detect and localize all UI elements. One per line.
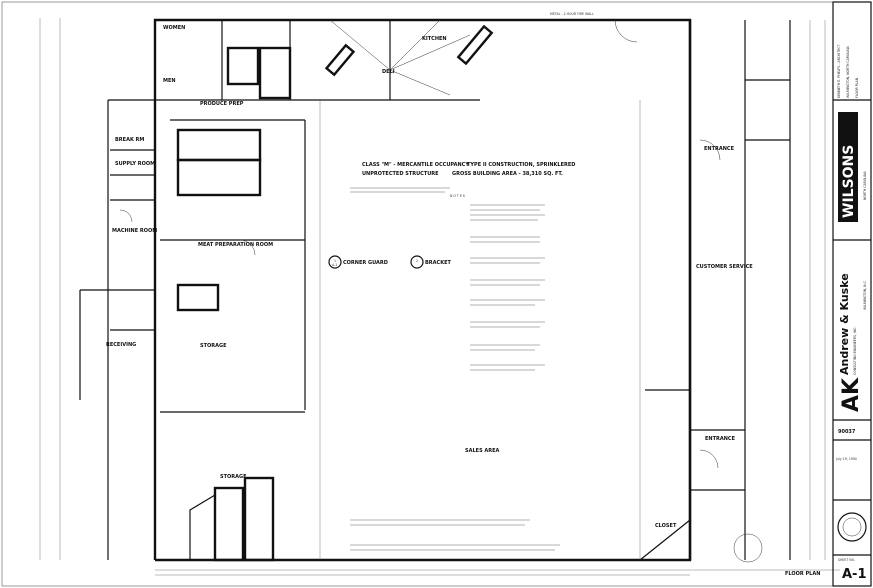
title-block: KENNETH E. PHELPS - ARCHITECT WILMINGTON…	[832, 1, 872, 587]
drawing-date: July 19, 1990	[835, 457, 857, 461]
room-label-break-rm: BREAK RM	[115, 137, 144, 143]
engineer-name: Andrew & Kuske	[838, 273, 851, 375]
gross-area-note: GROSS BUILDING AREA - 38,310 SQ. FT.	[452, 171, 563, 177]
engineer-city: WILMINGTON, N.C.	[863, 280, 867, 310]
construction-note: TYPE II CONSTRUCTION, SPRINKLERED	[467, 162, 575, 168]
sheet-no-label: SHEET NO.	[838, 558, 855, 562]
job-number: 90037	[838, 429, 856, 435]
wilsons-logo	[838, 112, 858, 222]
notes-title: N O T E S	[450, 194, 465, 198]
room-label-storage-2: STORAGE	[220, 474, 247, 480]
room-label-entrance-2: ENTRANCE	[705, 436, 736, 442]
sheet-number: A-1	[842, 567, 867, 582]
wilsons-logo-text: WILSONS	[841, 145, 857, 218]
architect-city: WILMINGTON, NORTH CAROLINA	[846, 45, 850, 98]
ak-logo: AK	[839, 377, 864, 412]
occupancy-note: CLASS "M" - MERCANTILE OCCUPANCY	[362, 162, 469, 168]
engineer-seal	[837, 512, 867, 542]
engineer-subtitle: CONSULTING ENGINEERS, INC.	[853, 326, 857, 375]
detail-corner-guard: CORNER GUARD	[343, 260, 388, 266]
room-label-kitchen: KITCHEN	[422, 36, 447, 42]
room-label-machine-room: MACHINE ROOM	[112, 228, 157, 234]
detail-bracket: BRACKET	[425, 260, 451, 266]
room-label-deli: DELI	[382, 69, 395, 75]
floor-plan-label: FLOOR PLAN	[785, 571, 820, 577]
room-label-supply-room: SUPPLY ROOM	[115, 161, 155, 167]
room-label-storage: STORAGE	[200, 343, 227, 349]
room-label-entrance: ENTRANCE	[704, 146, 735, 152]
room-label-sales-area: SALES AREA	[465, 448, 500, 454]
room-label-receiving: RECEIVING	[106, 342, 136, 348]
room-label-customer-service: CUSTOMER SERVICE	[696, 264, 753, 270]
fire-wall-note: METAL - 2 HOUR FIRE WALL	[550, 12, 594, 16]
detail-sheet-ref: A-1	[332, 263, 337, 267]
sheet-name: FLOOR PLAN	[855, 77, 859, 98]
architect-name: KENNETH E. PHELPS - ARCHITECT	[837, 44, 841, 98]
detail-2-number: 2	[416, 259, 418, 263]
building-walls	[39, 18, 840, 576]
room-label-men: MEN	[163, 78, 176, 84]
room-label-women: WOMEN	[163, 25, 185, 31]
structure-note: UNPROTECTED STRUCTURE	[362, 171, 439, 177]
client-location: NORTH CAROLINA	[863, 171, 867, 200]
room-label-produce-prep: PRODUCE PREP	[200, 101, 244, 107]
room-label-closet: CLOSET	[655, 523, 677, 529]
detail-1-number: 1	[334, 259, 336, 263]
room-label-meat-prep: MEAT PREPARATION ROOM	[198, 242, 273, 248]
